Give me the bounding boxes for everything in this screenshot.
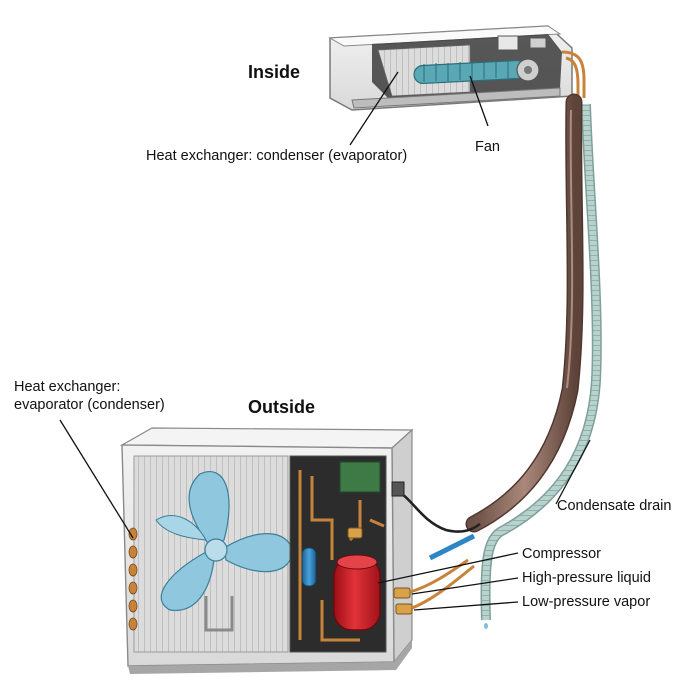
compressor bbox=[333, 554, 381, 631]
line-set bbox=[465, 93, 602, 629]
outdoor-unit-base bbox=[128, 640, 412, 674]
label-low-pressure-vapor: Low-pressure vapor bbox=[522, 594, 651, 610]
indoor-copper-lines bbox=[561, 50, 586, 98]
outdoor-unit bbox=[119, 427, 481, 674]
leader-lines bbox=[59, 71, 591, 611]
leader-condensate-drain bbox=[555, 439, 591, 505]
outdoor-coil-tubes bbox=[128, 527, 138, 631]
leader-indoor-heat-exchanger bbox=[349, 71, 399, 146]
control-board bbox=[339, 461, 381, 493]
label-condensate-drain: Condensate drain bbox=[557, 498, 672, 514]
label-outdoor-heat-exchanger-line1: Heat exchanger: bbox=[14, 379, 121, 395]
heading-inside: Inside bbox=[248, 62, 301, 82]
indoor-unit-top bbox=[328, 25, 562, 47]
indoor-unit bbox=[328, 25, 586, 111]
heading-outside: Outside bbox=[248, 397, 316, 417]
label-compressor: Compressor bbox=[522, 546, 601, 562]
leader-fan bbox=[469, 75, 489, 127]
outdoor-fan bbox=[155, 471, 293, 632]
leader-low-pressure-vapor bbox=[413, 601, 519, 611]
outdoor-unit-side bbox=[391, 428, 413, 664]
outdoor-line-connections bbox=[409, 533, 476, 610]
label-indoor-heat-exchanger: Heat exchanger: condenser (evaporator) bbox=[146, 148, 408, 164]
insulation-sleeve bbox=[465, 93, 584, 533]
indoor-louver bbox=[351, 87, 561, 109]
electrical-cable bbox=[391, 488, 481, 533]
label-fan: Fan bbox=[475, 139, 500, 155]
drain-drip bbox=[484, 623, 488, 629]
leader-compressor bbox=[377, 552, 519, 584]
leader-high-pressure-liquid bbox=[411, 577, 519, 595]
label-outdoor-heat-exchanger-line2: evaporator (condenser) bbox=[14, 397, 165, 413]
accumulator bbox=[301, 547, 317, 587]
service-valves bbox=[347, 527, 413, 615]
leader-outdoor-heat-exchanger bbox=[59, 419, 134, 539]
indoor-fan-motor bbox=[497, 35, 547, 82]
label-high-pressure-liquid: High-pressure liquid bbox=[522, 570, 651, 586]
